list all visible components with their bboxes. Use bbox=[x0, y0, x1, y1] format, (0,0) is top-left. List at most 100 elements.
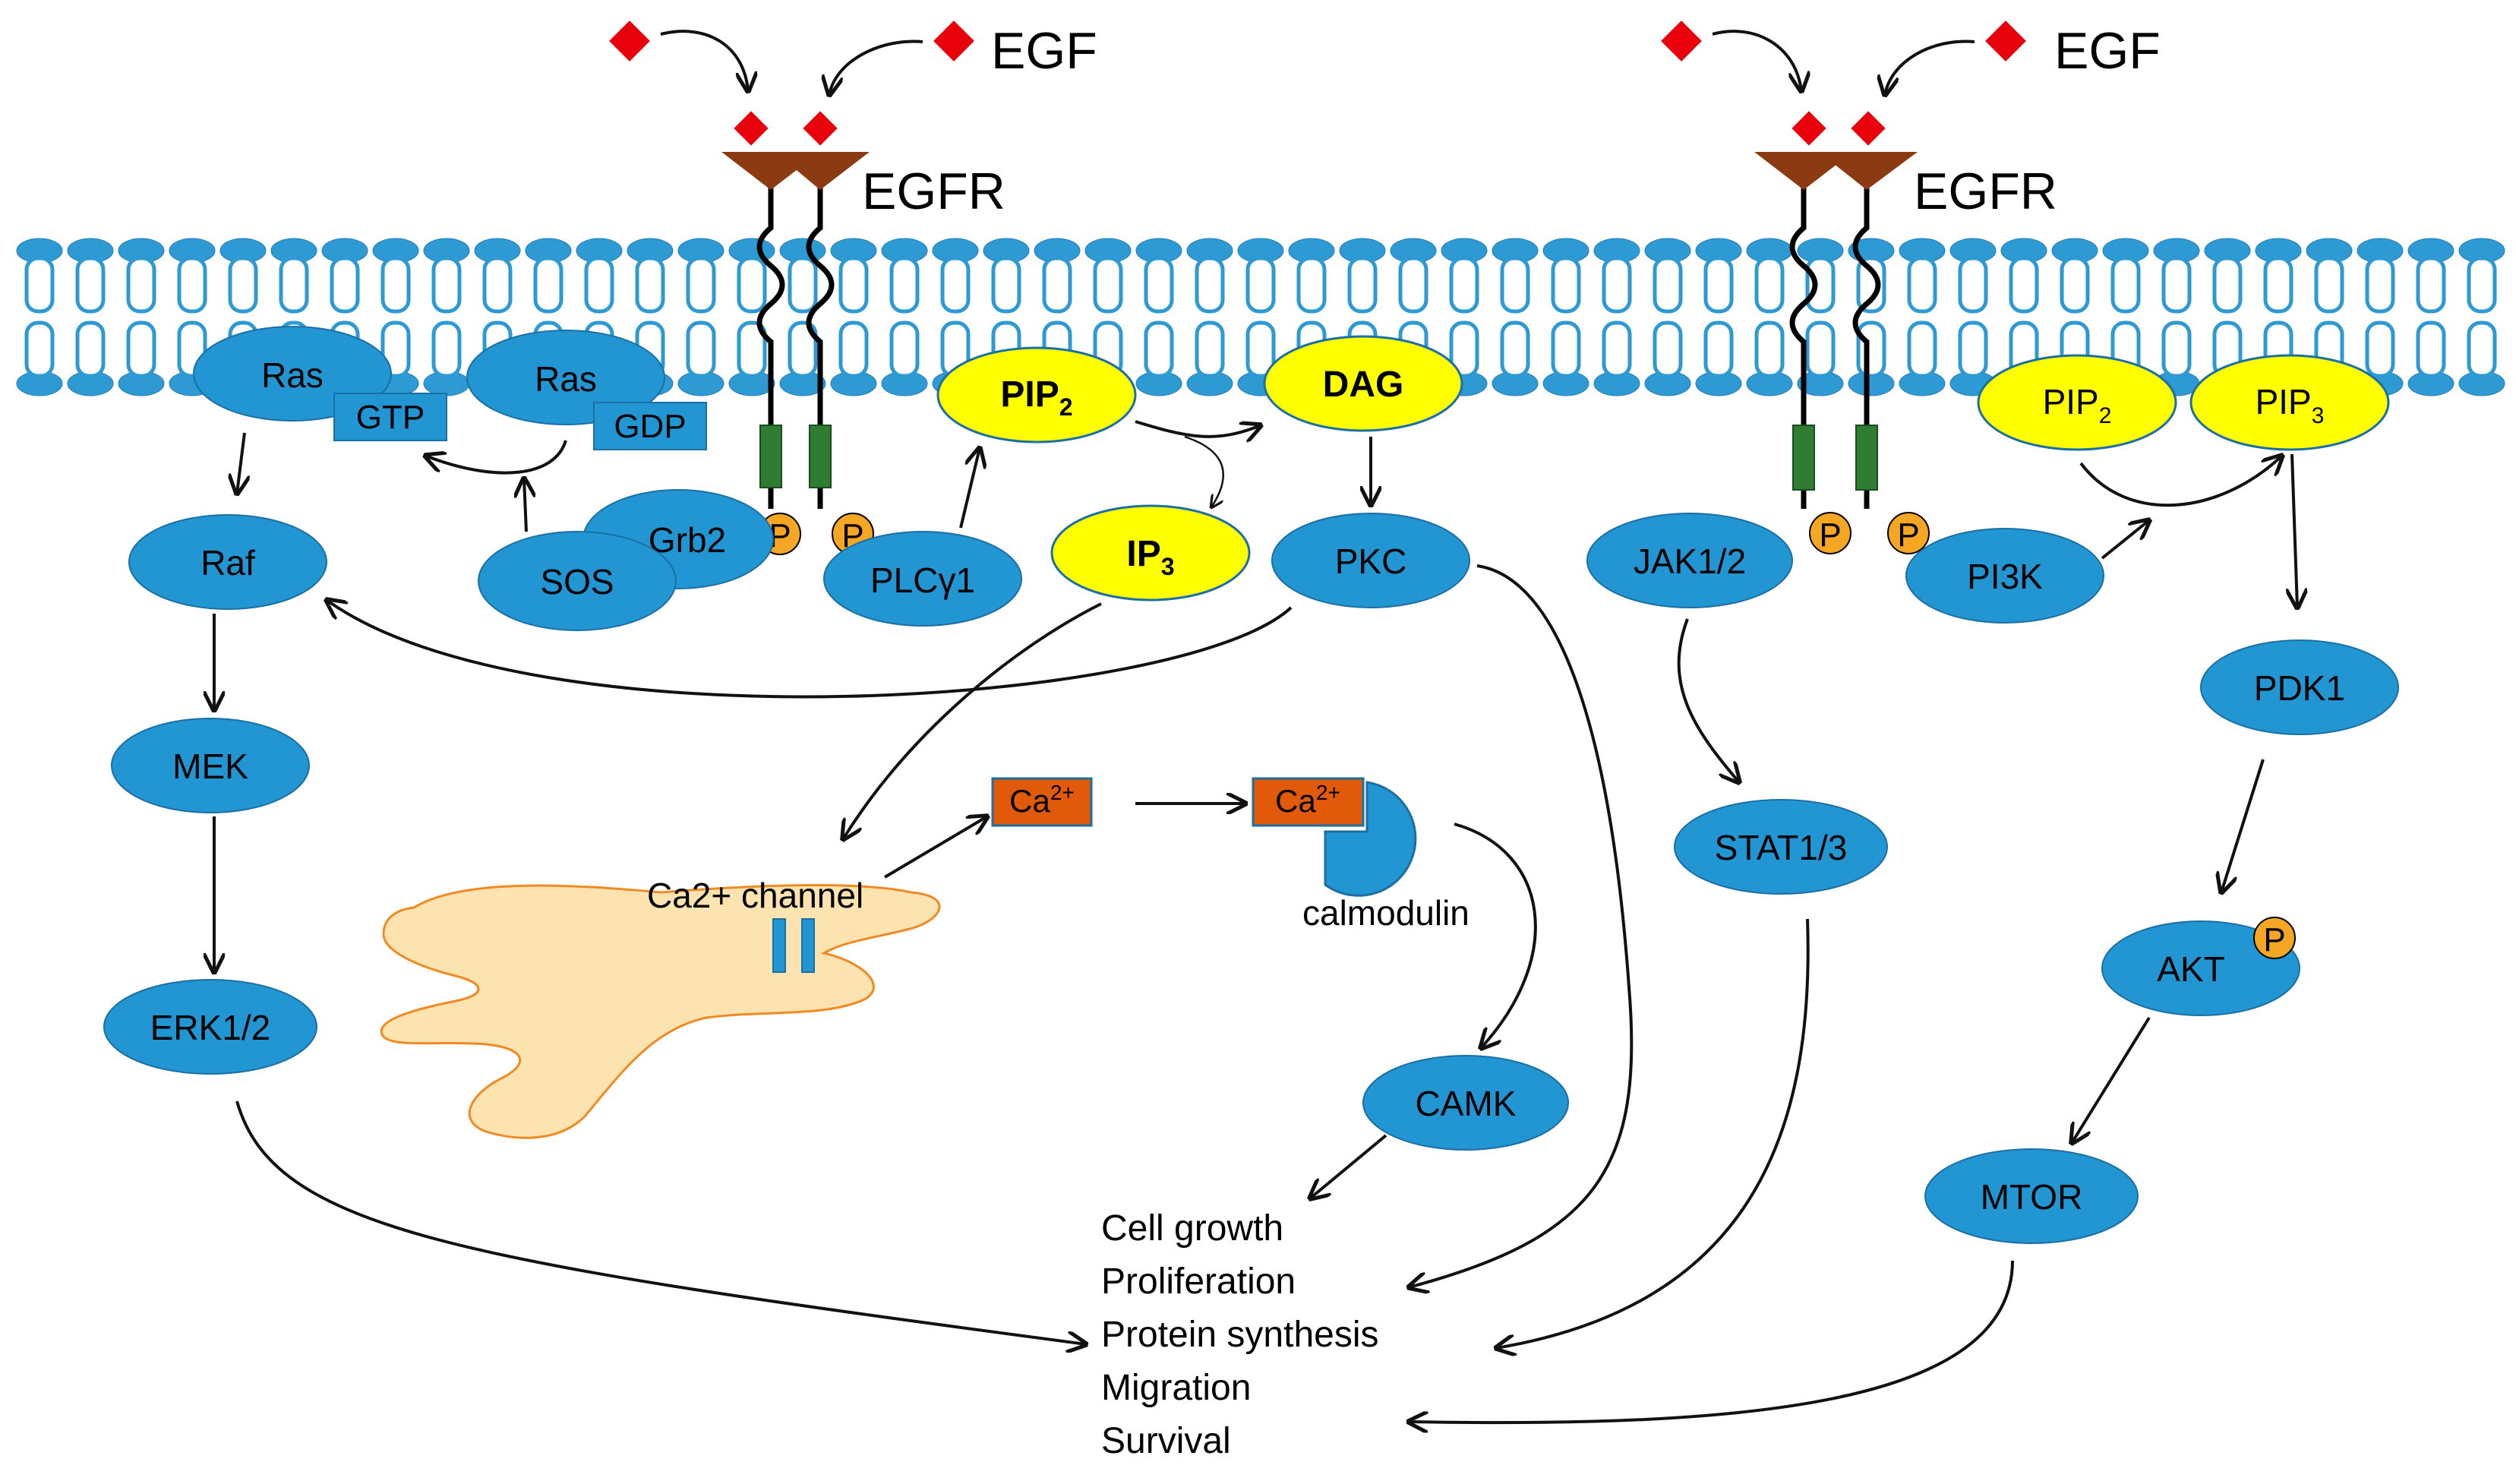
lipid-tail-33-0 bbox=[1703, 256, 1734, 314]
ca-ion-1: Ca2+ bbox=[991, 777, 1093, 827]
arrow-pkc-to-raf bbox=[327, 600, 1293, 699]
mtor-label: MTOR bbox=[1981, 1177, 2083, 1217]
lipid-tail-20-0 bbox=[1042, 256, 1072, 314]
left-receptor-stalk-2 bbox=[806, 178, 835, 425]
lipid-tail-2-0 bbox=[126, 256, 156, 314]
lipid-tail-23-1 bbox=[1195, 320, 1225, 378]
arrow-ras-to-raf bbox=[237, 432, 245, 494]
stat-node bbox=[1674, 799, 1888, 895]
left-free-egf-2 bbox=[933, 21, 974, 62]
lipid-tail-12-0 bbox=[635, 256, 665, 314]
lipid-tail-25-0 bbox=[1296, 256, 1327, 314]
arrow-camk-to-outcomes bbox=[1310, 1134, 1387, 1198]
dag-label: DAG bbox=[1323, 365, 1404, 405]
svg-text:Ras: Ras bbox=[261, 355, 324, 395]
akt-phospho bbox=[2253, 917, 2296, 959]
left-egfr-label: EGFR bbox=[862, 163, 1005, 220]
lipid-tail-41-0 bbox=[2110, 256, 2141, 314]
right-bound-egf-1 bbox=[1792, 111, 1826, 146]
ip3-label: IP bbox=[1126, 534, 1160, 574]
right-bound-egf-2 bbox=[1851, 111, 1886, 146]
lipid-tail-13-0 bbox=[686, 256, 716, 314]
camk-label: CAMK bbox=[1416, 1084, 1517, 1123]
ip3-node: IP3 bbox=[1050, 504, 1251, 601]
right-receptor-ligand-site-2 bbox=[1819, 152, 1918, 190]
right-receptor-ligand-site-1 bbox=[1754, 152, 1853, 190]
pip2-left-label: PIP bbox=[1000, 374, 1059, 415]
lipid-tail-11-0 bbox=[584, 256, 614, 314]
arrow-erk-to-outcomes bbox=[235, 1100, 1086, 1344]
arrow-pip2-to-dag bbox=[1135, 420, 1261, 437]
lipid-tail-30-1 bbox=[1551, 320, 1581, 378]
pip2-right-label: PIP bbox=[2043, 382, 2099, 422]
pkc-node bbox=[1271, 513, 1470, 608]
arrow-gdp-to-gtp bbox=[425, 440, 567, 475]
arrow-pip2-to-ip3 bbox=[1184, 435, 1224, 507]
right-egf-label: EGF bbox=[2054, 22, 2161, 80]
right-egf-binding-arrow-2 bbox=[1885, 39, 1975, 95]
akt-node bbox=[2101, 920, 2300, 1016]
plcg1-node bbox=[823, 531, 1022, 627]
ca-channel-right-bar bbox=[801, 918, 815, 973]
lipid-tail-17-1 bbox=[889, 320, 920, 378]
lipid-tail-24-1 bbox=[1245, 320, 1276, 378]
lipid-tail-9-0 bbox=[482, 256, 513, 314]
lipid-tail-21-0 bbox=[1093, 256, 1123, 314]
arrow-pi3k-to-pip3 bbox=[2101, 520, 2149, 560]
lipid-tail-32-1 bbox=[1653, 320, 1683, 378]
ca-ion-1-label: Ca bbox=[1009, 783, 1050, 819]
pip2-left-subscript: 2 bbox=[1059, 393, 1073, 421]
lipid-tail-42-0 bbox=[2161, 256, 2192, 314]
arrow-stat-to-outcomes bbox=[1496, 918, 1810, 1348]
lipid-tail-4-0 bbox=[228, 256, 258, 314]
left-egf-binding-arrow-1 bbox=[660, 30, 748, 91]
lipid-tail-47-0 bbox=[2416, 256, 2446, 314]
arrow-pip3-to-pdk1 bbox=[2292, 453, 2297, 608]
lipid-tail-43-0 bbox=[2212, 256, 2243, 314]
arrow-jak-to-stat bbox=[1677, 618, 1739, 782]
pip3-node: PIP3 bbox=[2189, 354, 2390, 451]
gtp-box bbox=[333, 393, 447, 441]
svg-text:GDP: GDP bbox=[614, 408, 686, 445]
outcome-migration: Migration bbox=[1101, 1368, 1251, 1408]
endoplasmic-reticulum bbox=[380, 884, 941, 1139]
lipid-tail-48-1 bbox=[2467, 320, 2497, 378]
erk-node bbox=[103, 979, 317, 1075]
right-free-egf-1 bbox=[1661, 21, 1702, 62]
arrow-mtor-to-outcomes bbox=[1409, 1260, 2014, 1422]
left-egfr-dimer: P P bbox=[721, 111, 874, 555]
lipid-tail-38-0 bbox=[1958, 256, 1988, 314]
lipid-tail-16-0 bbox=[838, 256, 869, 314]
right-receptor-phospho-1: P bbox=[1809, 512, 1851, 554]
lipid-tail-34-0 bbox=[1754, 256, 1785, 314]
stat-label: STAT1/3 bbox=[1715, 828, 1848, 867]
left-receptor-stalk-1 bbox=[756, 178, 785, 425]
arrow-plcg1-to-pip2 bbox=[959, 448, 980, 529]
lipid-tail-29-0 bbox=[1500, 256, 1530, 314]
ras-node-2 bbox=[466, 330, 665, 425]
left-bound-egf-2 bbox=[803, 111, 838, 146]
right-receptor-phospho-2: P bbox=[1887, 512, 1930, 554]
lipid-tail-35-0 bbox=[1805, 256, 1836, 314]
svg-text:P: P bbox=[1819, 516, 1841, 554]
lipid-tail-3-0 bbox=[177, 256, 207, 314]
sos-node bbox=[478, 531, 677, 631]
calmodulin-shape bbox=[1324, 781, 1417, 897]
pip3-subscript: 3 bbox=[2312, 403, 2325, 428]
sos-label: SOS bbox=[540, 562, 614, 601]
right-receptor-kinase-2 bbox=[1855, 425, 1878, 491]
lipid-tail-32-0 bbox=[1653, 256, 1683, 314]
lipid-tail-5-0 bbox=[279, 256, 309, 314]
pip3-label: PIP bbox=[2256, 382, 2312, 422]
lipid-tail-15-1 bbox=[788, 320, 818, 378]
lipid-tail-40-0 bbox=[2060, 256, 2090, 314]
lipid-tail-0-0 bbox=[24, 256, 55, 314]
lipid-tail-28-0 bbox=[1449, 256, 1479, 314]
lipid-tail-35-1 bbox=[1805, 320, 1836, 378]
lipid-tail-22-0 bbox=[1144, 256, 1174, 314]
arrow-ip3-to-ca-channel bbox=[843, 602, 1102, 839]
lipid-tail-16-1 bbox=[838, 320, 869, 378]
lipid-tail-37-0 bbox=[1907, 256, 1937, 314]
left-receptor-ligand-site-2 bbox=[775, 152, 870, 190]
lipid-tail-18-0 bbox=[940, 256, 971, 314]
